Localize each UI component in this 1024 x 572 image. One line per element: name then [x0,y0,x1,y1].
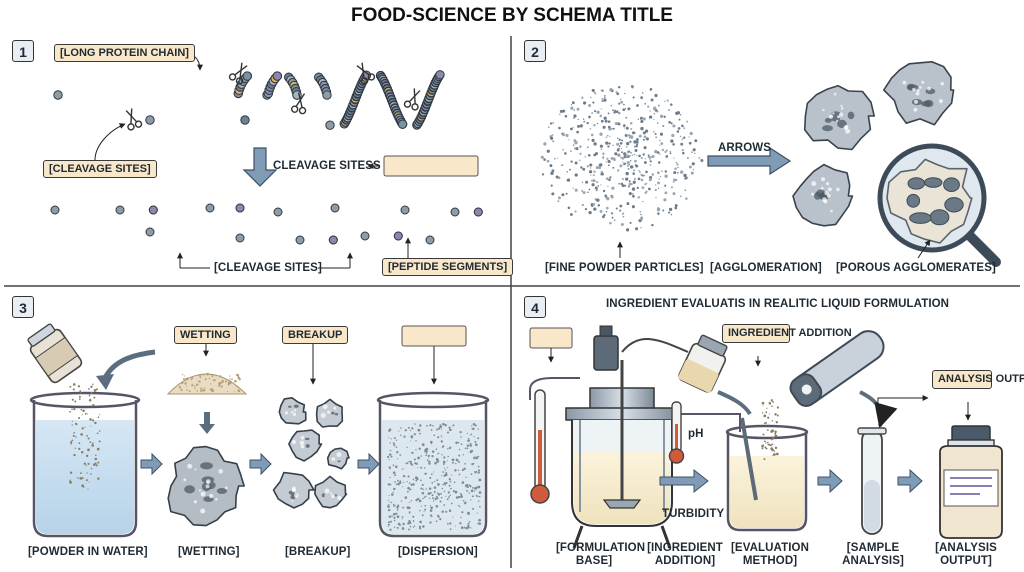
label-formulation-base: [FORMULATION BASE] [556,542,646,567]
label-cleavage-sites-top: [CLEAVAGE SITES] [43,160,157,178]
reactor-vessel [565,325,741,549]
empty-label-box [383,155,479,177]
label-ph: pH [688,428,704,440]
probe-thermometer-icon [668,401,685,464]
panel3-pointers [203,344,437,385]
beaker-powder-in-water [29,383,141,538]
test-tube-icon [857,427,887,535]
label-peptide-segments: [PEPTIDE SEGMENTS] [382,258,514,276]
panel4-heading: INGREDIENT EVALUATIS IN REALITIC LIQUID … [606,298,950,310]
process-arrows-panel4 [659,468,923,494]
label-turbidity: TURBIDITY [662,508,725,520]
scoop-arrow [859,390,898,429]
panel-number-2: 2 [524,40,546,62]
beaker-evaluation [725,399,809,532]
panel-number-4: 4 [524,296,546,318]
panel-dividers [4,36,1020,568]
down-arrow [242,147,278,187]
label-ingredient-addition: [INGREDIENT ADDITION] [647,542,723,567]
scoop-dispenser-icon [789,330,885,407]
label-ingredient-addition-tag: INGREDIENT ADDITION [722,324,852,343]
beaker-dispersion [376,391,490,538]
label-breakup-tag: BREAKUP [282,326,349,344]
label-analysis-output-tag: ANALYSIS OUTPUT [932,370,1024,389]
label-analysis-output: [ANALYSIS OUTPUT] [935,542,997,567]
magnifier-icon [877,143,1001,267]
wetting-arrow [199,412,215,434]
label-evaluation-method: [EVALUATION METHOD] [731,542,809,567]
bottle-pour-arrow [717,390,752,416]
label-agglomeration: [AGGLOMERATION] [710,262,822,274]
agglomeration-arrow [707,146,792,176]
label-long-protein-chain: [LONG PROTEIN CHAIN] [54,44,195,62]
label-powder-in-water: [POWDER IN WATER] [28,546,148,558]
powder-jar-icon [27,323,83,384]
protein-chains [53,70,445,130]
agglomerate-clumps [792,61,955,227]
label-wetting: [WETTING] [178,546,240,558]
wetted-clump [167,445,245,527]
broken-clumps [272,397,350,509]
ingredient-bottle-icon [678,334,728,393]
fine-powder-cloud [540,85,704,232]
thermometer-icon [529,377,580,504]
label-cleavage-sitess: CLEAVAGE SITESS [273,160,381,172]
panel-number-1: 1 [12,40,34,62]
diagram-title: FOOD-SCIENCE BY SCHEMA TITLE [351,5,673,26]
pour-arrow-head [96,374,114,390]
panel-number-3: 3 [12,296,34,318]
scissors-icons [125,62,421,131]
label-sample-analysis: [SAMPLE ANALYSIS] [842,542,904,567]
sample-bottle-icon [939,425,1003,539]
peptide-fragments [50,203,483,245]
label-cleavage-sites-bottom: [CLEAVAGE SITES] [214,262,322,274]
label-arrows: ARROWS [718,142,771,154]
panel4-pointers [755,356,971,421]
empty-label-box [529,327,573,349]
label-breakup: [BREAKUP] [285,546,351,558]
powder-pile [166,372,248,395]
process-arrows-panel3 [140,452,380,476]
label-dispersion: [DISPERSION] [398,546,478,558]
empty-label-box [401,325,467,347]
label-fine-powder-particles: [FINE POWDER PARTICLES] [545,262,704,274]
panel2-pointers [617,239,931,259]
label-wetting-tag: WETTING [174,326,237,344]
label-porous-agglomerates: [POROUS AGGLOMERATES] [836,262,996,274]
